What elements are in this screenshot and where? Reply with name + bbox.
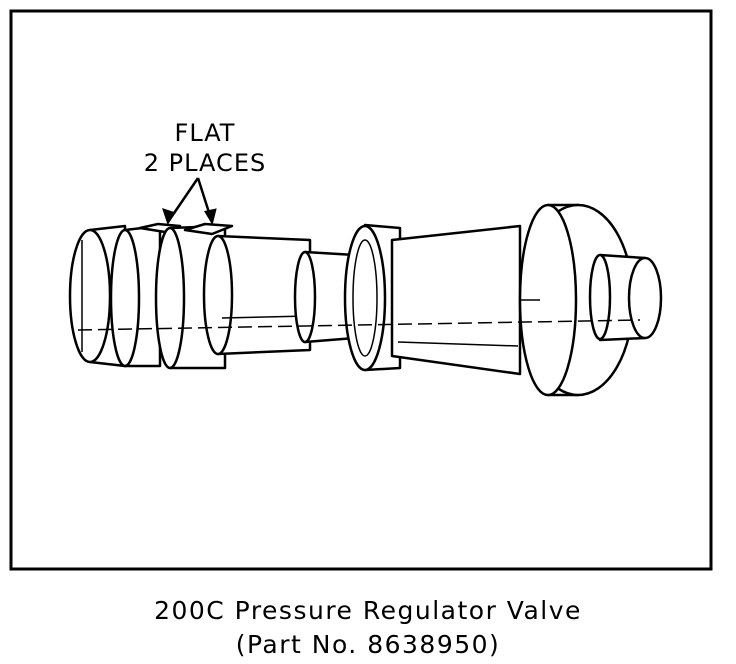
- caption-part-number: (Part No. 8638950): [235, 630, 501, 659]
- caption-title: 200C Pressure Regulator Valve: [154, 596, 582, 625]
- callout-leaders: [162, 177, 217, 226]
- flat-callout-label: FLAT 2 PLACES: [130, 118, 280, 178]
- tapered-section: [390, 224, 522, 376]
- figure-caption: 200C Pressure Regulator Valve (Part No. …: [0, 594, 736, 662]
- spool-body: [202, 234, 312, 356]
- figure-border: [9, 9, 713, 571]
- valve-drawing: [9, 9, 713, 571]
- valve-stem: [588, 253, 663, 342]
- centerline: [77, 319, 641, 331]
- large-end-land: [518, 203, 635, 397]
- callout-line-2: 2 PLACES: [143, 149, 267, 177]
- callout-line-1: FLAT: [174, 119, 236, 147]
- flatted-land-1: [109, 222, 182, 368]
- diagram-figure: [9, 9, 713, 571]
- spool-neck: [293, 250, 357, 344]
